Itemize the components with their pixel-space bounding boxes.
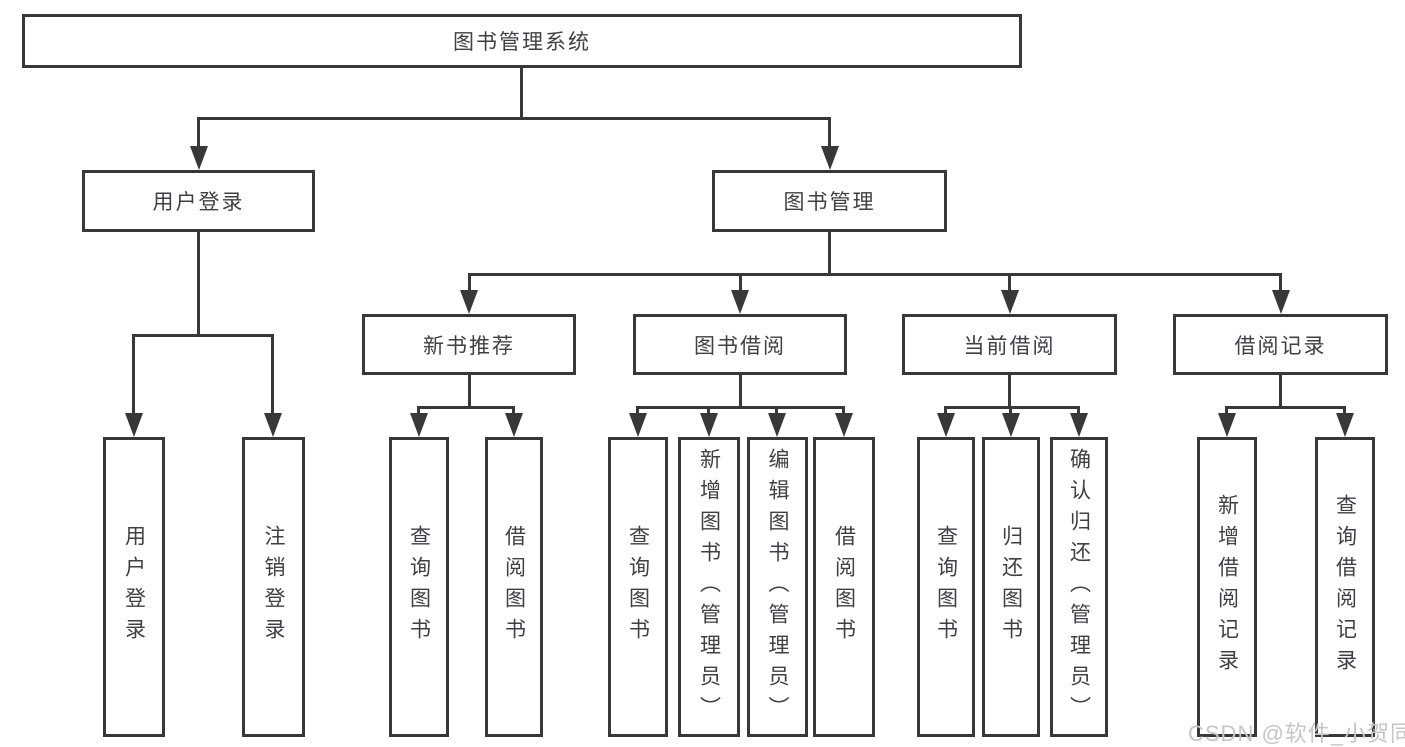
arrow-down-icon [460, 290, 478, 314]
connector-drop-leaf [707, 406, 710, 416]
connector-drop-level3 [468, 273, 471, 292]
node-library-management-system: 图书管理系统 [22, 14, 1022, 68]
connector-drop-leaf [1009, 406, 1012, 416]
arrow-down-icon [1218, 413, 1236, 437]
arrow-down-icon [1001, 290, 1019, 314]
leaf-query-borrow-record: 查询借阅记录 [1315, 437, 1375, 737]
arrow-down-icon [410, 413, 428, 437]
leaf-label: 查询借阅记录 [1333, 494, 1357, 680]
arrow-down-icon [629, 413, 647, 437]
connector-drop-leaf [636, 406, 639, 416]
node-book-management: 图书管理 [712, 170, 947, 232]
arrow-down-icon [768, 413, 786, 437]
connector-drop-leaf [775, 406, 778, 416]
arrow-down-icon [190, 146, 208, 170]
connector-book-mgmt-vline [828, 232, 831, 276]
node-borrowing-records: 借阅记录 [1173, 314, 1388, 375]
arrow-down-icon [264, 413, 282, 437]
connector-current-vline [1008, 375, 1011, 408]
node-book-borrowing: 图书借阅 [633, 314, 847, 375]
node-new-book-recommend: 新书推荐 [362, 314, 576, 375]
connector-drop-level3 [739, 273, 742, 292]
leaf-confirm-return-admin: 确认归还（管理员） [1050, 437, 1108, 737]
connector-drop-leaf [1225, 406, 1228, 416]
connector-drop-level3 [1279, 273, 1282, 292]
connector-records-vline [1279, 375, 1282, 408]
leaf-label: 借阅图书 [832, 525, 856, 649]
leaf-label: 借阅图书 [502, 525, 526, 649]
csdn-watermark: CSDN @软件_小贺同学 [1188, 721, 1405, 746]
leaf-label: 查询图书 [934, 525, 958, 649]
arrow-down-icon [1272, 290, 1290, 314]
arrow-down-icon [1336, 413, 1354, 437]
arrow-down-icon [937, 413, 955, 437]
connector-drop-leaf [1343, 406, 1346, 416]
connector-drop-leaf [944, 406, 947, 416]
leaf-label: 注销登录 [262, 525, 285, 649]
connector-drop-leaf [271, 334, 274, 415]
leaf-add-book-admin: 新增图书（管理员） [678, 437, 740, 737]
arrow-down-icon [505, 413, 523, 437]
connector-drop-leaf [512, 406, 515, 416]
leaf-label: 新增图书（管理员） [697, 447, 721, 727]
leaf-return-book: 归还图书 [982, 437, 1040, 737]
node-user-login: 用户登录 [82, 170, 315, 232]
connector-root-hline [197, 117, 831, 120]
connector-drop-leaf [1077, 406, 1080, 416]
arrow-down-icon [700, 413, 718, 437]
arrow-down-icon [1070, 413, 1088, 437]
leaf-add-borrow-record: 新增借阅记录 [1197, 437, 1257, 737]
leaf-query-books-current: 查询图书 [917, 437, 975, 737]
leaf-query-books-borrow: 查询图书 [608, 437, 668, 737]
leaf-label: 用户登录 [122, 525, 146, 649]
connector-recommend-hline [417, 406, 515, 409]
connector-drop-user-login [197, 117, 200, 149]
leaf-edit-book-admin: 编辑图书（管理员） [747, 437, 808, 737]
arrow-down-icon [821, 146, 839, 170]
leaf-label: 查询图书 [407, 525, 431, 649]
connector-user-login-vline [197, 232, 200, 335]
arrow-down-icon [1002, 413, 1020, 437]
leaf-borrow-book: 借阅图书 [813, 437, 875, 737]
connector-user-login-hline [132, 334, 274, 337]
leaf-label: 编辑图书（管理员） [766, 447, 789, 727]
connector-drop-leaf [417, 406, 420, 416]
arrow-down-icon [731, 290, 749, 314]
leaf-logout: 注销登录 [242, 437, 305, 737]
leaf-label: 新增借阅记录 [1215, 494, 1239, 680]
connector-drop-leaf [842, 406, 845, 416]
leaf-label: 查询图书 [626, 525, 650, 649]
leaf-query-books-recommend: 查询图书 [389, 437, 449, 737]
connector-borrowing-hline [636, 406, 845, 409]
connector-recommend-vline [468, 375, 471, 408]
arrow-down-icon [835, 413, 853, 437]
arrow-down-icon [125, 413, 143, 437]
leaf-label: 确认归还（管理员） [1067, 447, 1091, 727]
leaf-label: 归还图书 [999, 525, 1023, 649]
node-current-borrowing: 当前借阅 [902, 314, 1117, 375]
connector-drop-level3 [1008, 273, 1011, 292]
connector-drop-leaf [132, 334, 135, 415]
connector-drop-book-mgmt [828, 117, 831, 149]
connector-book-mgmt-hline [468, 273, 1282, 276]
connector-borrowing-vline [739, 375, 742, 408]
connector-root-vline [520, 66, 523, 120]
leaf-user-login: 用户登录 [103, 437, 165, 737]
connector-records-hline [1225, 406, 1346, 409]
leaf-borrow-book-recommend: 借阅图书 [485, 437, 543, 737]
connector-current-hline [944, 406, 1080, 409]
